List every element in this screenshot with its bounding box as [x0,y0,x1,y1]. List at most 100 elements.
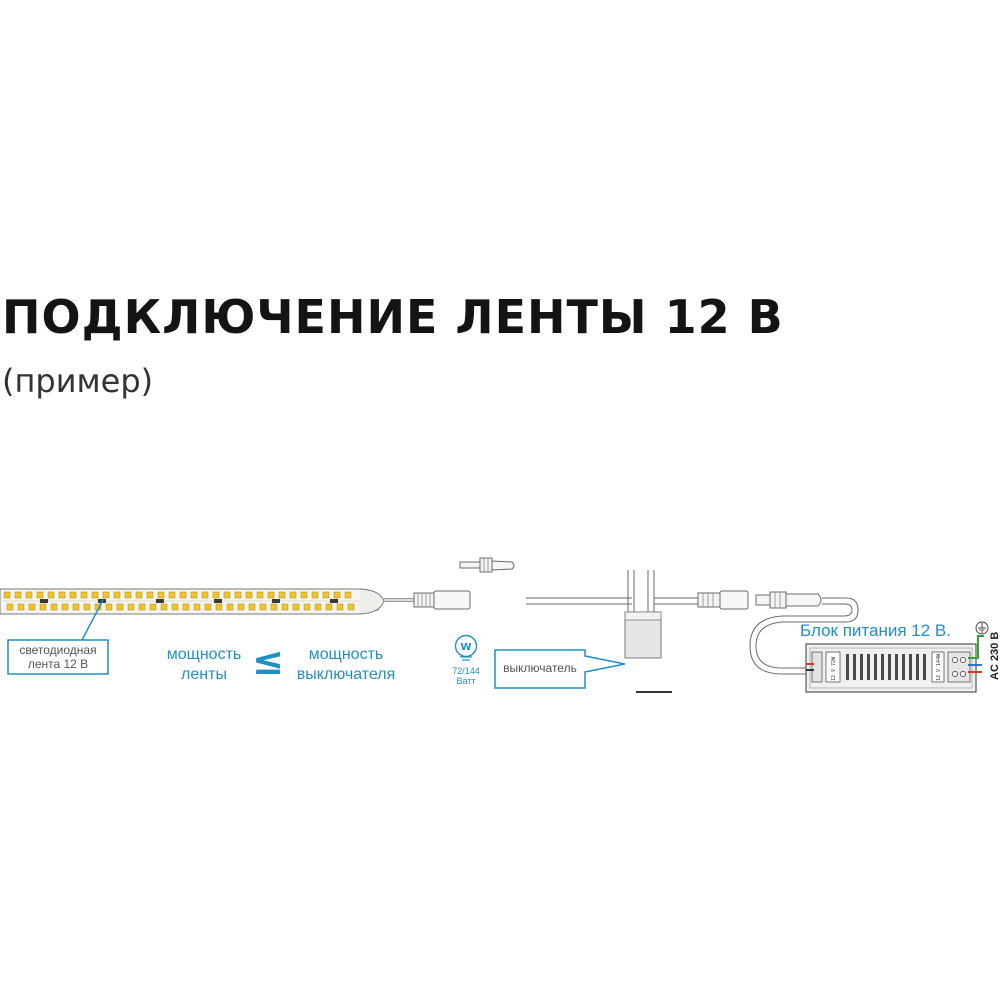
switch-power-label-line1: мощность [309,646,383,663]
page-subtitle: (пример) [2,362,154,400]
strip-resistor [156,599,164,603]
power-comparison: мощность ленты ≤ мощность выключателя [167,639,396,683]
watt-value: 72/144 [452,666,480,676]
mains-label: AC 230 В [989,632,1000,680]
vent-slot [888,654,891,680]
strip-label-line1: светодиодная [19,643,96,657]
led-chip [28,603,36,611]
led-chip [3,591,11,599]
vent-slot [923,654,926,680]
led-chip [201,591,209,599]
led-chip [248,603,256,611]
led-strip [0,588,385,615]
led-chip [333,591,341,599]
dc-male-plug [459,557,515,573]
led-chip [39,603,47,611]
led-chip [303,603,311,611]
led-chip [146,591,154,599]
led-chip [270,603,278,611]
led-chips [3,591,355,611]
led-chip [83,603,91,611]
led-chip [215,603,223,611]
led-chip [347,603,355,611]
led-chip [149,603,157,611]
vent-slot [874,654,877,680]
led-chip [300,591,308,599]
led-chip [116,603,124,611]
led-chip [168,591,176,599]
led-chip [179,591,187,599]
led-chip [80,591,88,599]
led-chip [234,591,242,599]
vent-slot [853,654,856,680]
led-chip [226,603,234,611]
page-title: ПОДКЛЮЧЕНИЕ ЛЕНТЫ 12 В [2,290,784,344]
strip-resistor [214,599,222,603]
led-chip [138,603,146,611]
watt-letter: W [460,642,471,653]
vent-slot [860,654,863,680]
led-chip [193,603,201,611]
led-chip [135,591,143,599]
led-chip [91,591,99,599]
led-chip [204,603,212,611]
led-chip [292,603,300,611]
lightbulb-icon: W [454,634,478,661]
less-or-equal-sign: ≤ [252,639,284,683]
led-chip [311,591,319,599]
led-chip [102,591,110,599]
led-chip [281,603,289,611]
led-chip [105,603,113,611]
led-chip [47,591,55,599]
led-chip [182,603,190,611]
vent-slot [846,654,849,680]
led-chip [344,591,352,599]
led-chip [314,603,322,611]
switch-device [526,570,672,693]
led-chip [171,603,179,611]
led-chip [127,603,135,611]
strip-resistor [272,599,280,603]
led-chip [17,603,25,611]
switch-callout: выключатель [494,649,626,689]
led-chip [36,591,44,599]
led-chip [237,603,245,611]
power-supply: Блок питания 12 В. 12 V 72W 12 V 144W [800,621,1000,693]
led-chip [160,603,168,611]
led-chip [267,591,275,599]
psu-label: Блок питания 12 В. [800,621,951,640]
strip-power-label-line1: мощность [167,646,241,663]
vent-slot [916,654,919,680]
led-chip [325,603,333,611]
led-chip [289,591,297,599]
led-chip [6,603,14,611]
led-chip [256,591,264,599]
led-chip [61,603,69,611]
led-chip [212,591,220,599]
wattage-indicator: W 72/144 Ватт [452,634,480,686]
watt-unit: Ватт [456,676,475,686]
vent-slot [902,654,905,680]
strip-resistor [40,599,48,603]
led-chip [157,591,165,599]
switch-label: выключатель [503,661,577,675]
strip-callout: светодиодная лента 12 В [7,599,109,675]
strip-resistor [330,599,338,603]
vent-slot [867,654,870,680]
psu-vents [846,654,926,680]
led-chip [14,591,22,599]
psu-badge-2: 12 V 144W [936,653,942,681]
led-chip [72,603,80,611]
switch-power-label-line2: выключателя [297,666,396,683]
led-chip [322,591,330,599]
led-chip [58,591,66,599]
led-chip [50,603,58,611]
led-chip [113,591,121,599]
led-chip [259,603,267,611]
vent-slot [895,654,898,680]
vent-slot [909,654,912,680]
led-chip [278,591,286,599]
strip-power-label-line2: ленты [181,666,227,683]
strip-label-line2: лента 12 В [28,657,88,671]
